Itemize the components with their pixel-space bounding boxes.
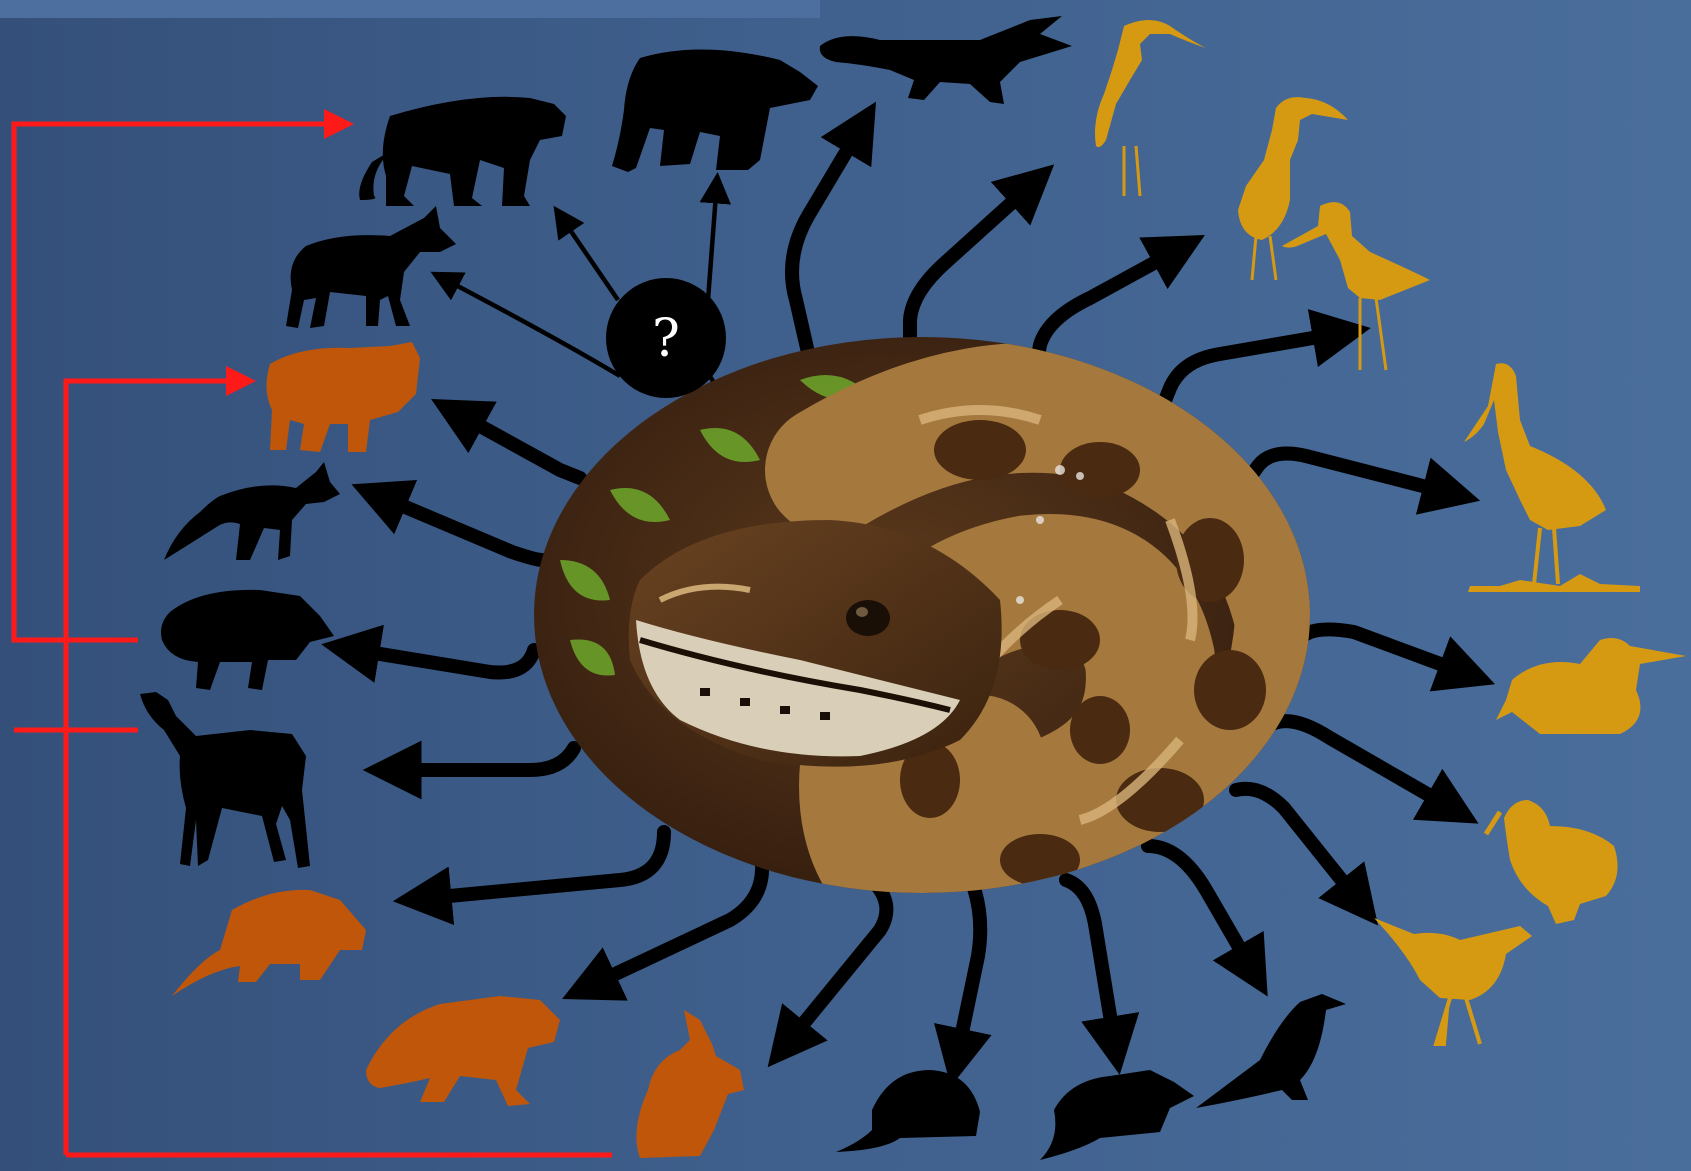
arrow-to-limpkin bbox=[1236, 789, 1356, 898]
arrow-to-duck bbox=[1306, 629, 1462, 672]
raccoon-icon bbox=[366, 996, 560, 1106]
rat-icon bbox=[1040, 1070, 1194, 1160]
bear-icon bbox=[612, 49, 818, 172]
arrow-to-bear bbox=[708, 194, 716, 300]
songbird-icon bbox=[1196, 994, 1346, 1108]
deer-icon bbox=[140, 692, 310, 868]
panther-icon bbox=[359, 97, 566, 206]
opossum-icon bbox=[172, 890, 366, 996]
rabbit-icon bbox=[636, 1010, 744, 1158]
stork-icon bbox=[1464, 363, 1640, 592]
question-mark: ? bbox=[652, 309, 680, 369]
arrow-to-bobcat bbox=[462, 416, 580, 478]
limpkin-icon bbox=[1374, 918, 1532, 1044]
arrow-to-rat bbox=[1066, 880, 1114, 1040]
fox-icon bbox=[164, 462, 340, 560]
vole-icon bbox=[836, 1070, 980, 1152]
arrow-to-deer bbox=[398, 748, 574, 770]
burmese-python-photo bbox=[530, 330, 1330, 910]
arrow-to-stork bbox=[1248, 454, 1446, 492]
arrow-to-opossum bbox=[428, 832, 664, 898]
unknown-predator-node: ? bbox=[606, 278, 726, 398]
arrow-to-rabbit bbox=[790, 880, 886, 1040]
bobcat-icon bbox=[266, 342, 420, 452]
ibis-icon bbox=[1095, 20, 1206, 196]
gallinule-icon bbox=[1486, 800, 1618, 924]
arrow-to-hog bbox=[356, 650, 534, 673]
hog-icon bbox=[161, 590, 334, 690]
arrow-to-panther bbox=[566, 224, 618, 300]
duck-icon bbox=[1496, 638, 1686, 734]
alligator-icon bbox=[820, 16, 1072, 104]
arrow-to-coyote bbox=[450, 282, 620, 376]
arrow-to-songbird bbox=[1148, 846, 1250, 966]
arrow-to-fox bbox=[384, 498, 542, 560]
arrow-to-gallinule bbox=[1268, 721, 1448, 806]
arrow-to-alligator bbox=[792, 132, 858, 370]
arrow-to-spoonbill bbox=[1158, 334, 1336, 418]
coyote-icon bbox=[286, 206, 456, 328]
arrow-to-vole bbox=[958, 888, 980, 1052]
heron-icon bbox=[1238, 97, 1348, 280]
